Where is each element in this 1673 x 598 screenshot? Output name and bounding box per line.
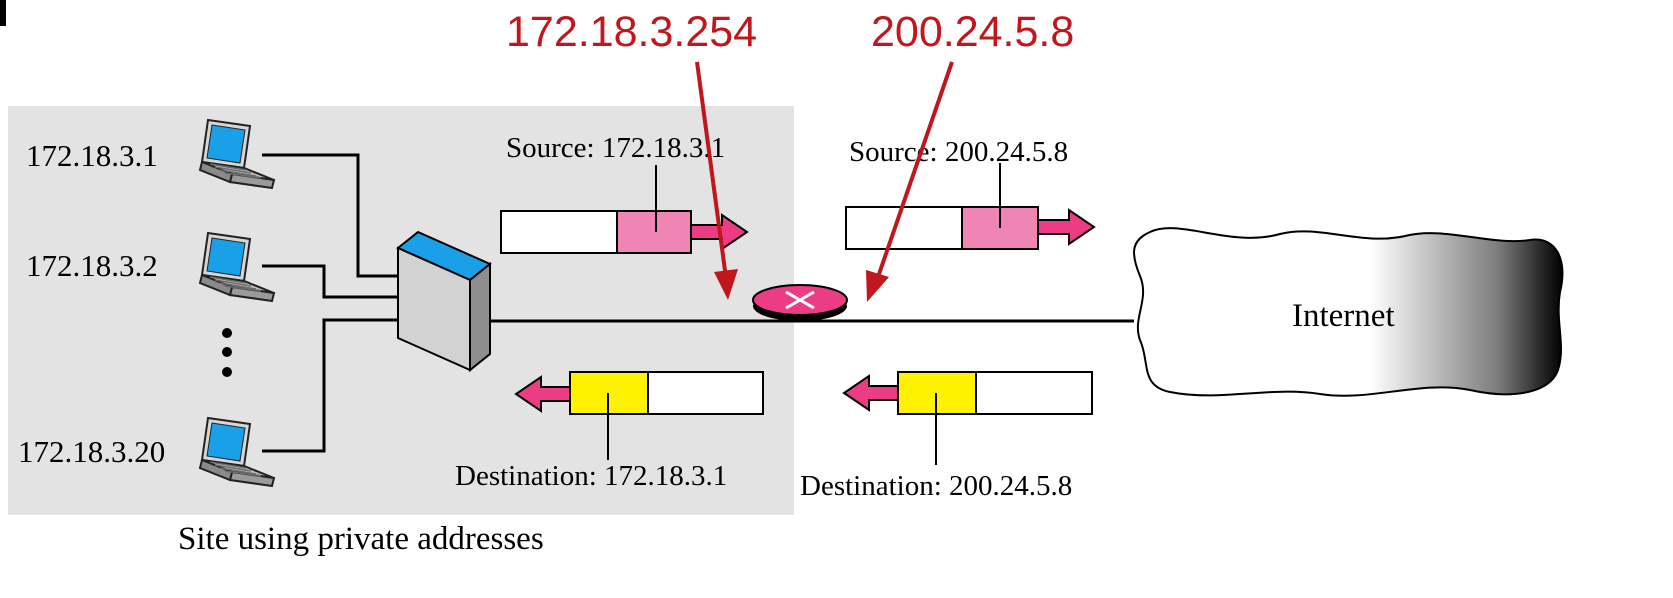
site-caption: Site using private addresses (178, 521, 544, 557)
ellipsis-icon (222, 328, 232, 377)
outgoing-outside-label: Source: 200.24.5.8 (849, 136, 1068, 168)
host-label-1: 172.18.3.1 (26, 138, 158, 173)
public-ip-annotation: 200.24.5.8 (871, 8, 1074, 56)
corner-mark (0, 0, 6, 26)
host-label-2: 172.18.3.2 (26, 248, 158, 283)
packet-incoming-outside (842, 371, 1093, 465)
site-wiring (262, 153, 400, 453)
packet-outgoing-inside (500, 165, 749, 254)
private-ip-annotation: 172.18.3.254 (506, 8, 757, 56)
router-icon (752, 284, 848, 321)
incoming-outside-label: Destination: 200.24.5.8 (800, 470, 1072, 502)
packet-incoming-inside (514, 371, 764, 460)
server-icon (396, 230, 492, 373)
host-label-3: 172.18.3.20 (18, 434, 165, 469)
outgoing-inside-label: Source: 172.18.3.1 (506, 132, 725, 164)
internet-label: Internet (1292, 298, 1395, 334)
incoming-inside-label: Destination: 172.18.3.1 (455, 460, 727, 492)
packet-outgoing-outside (845, 163, 1096, 250)
internet-cloud (1133, 227, 1564, 397)
annotation-arrows (695, 61, 954, 302)
